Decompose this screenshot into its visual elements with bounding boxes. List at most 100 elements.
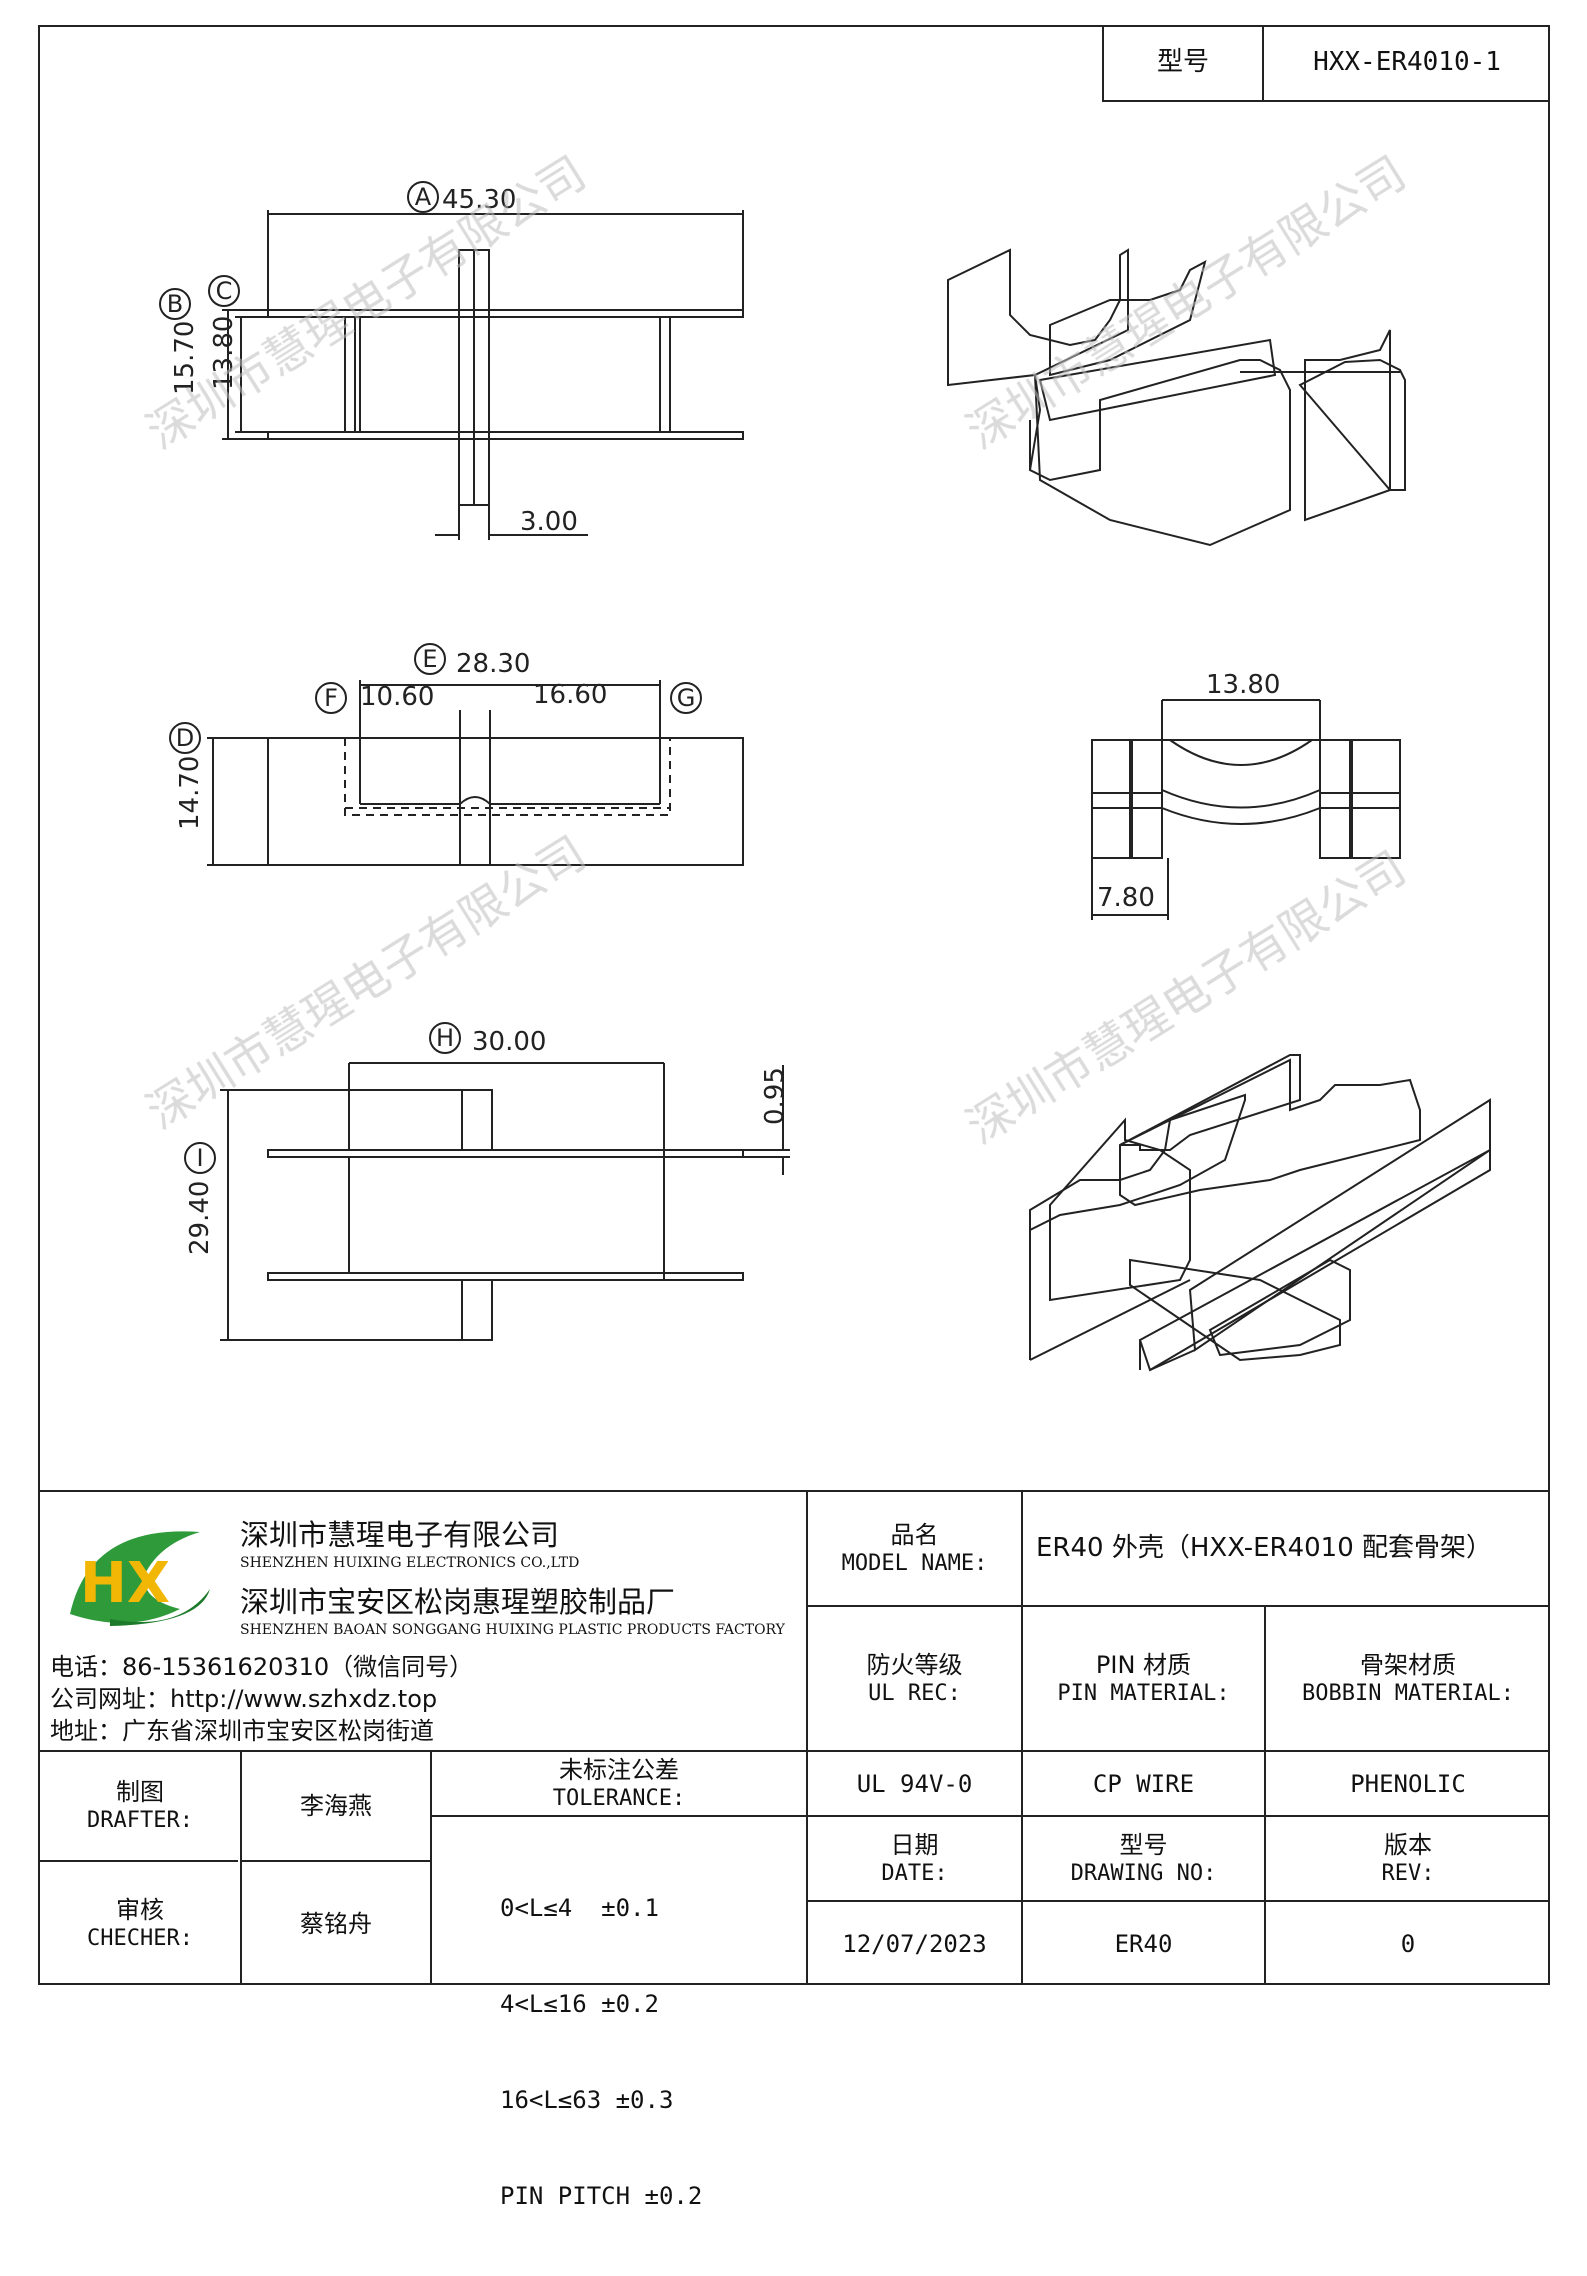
dim-circle-i bbox=[184, 1142, 216, 1174]
dim-letter-h: H bbox=[436, 1024, 454, 1052]
watermark-2: 深圳市慧瑆电子有限公司 bbox=[957, 145, 1415, 459]
watermark-4: 深圳市慧瑆电子有限公司 bbox=[957, 840, 1415, 1154]
drafter-label-en: DRAFTER: bbox=[87, 1808, 193, 1834]
drafter-value: 李海燕 bbox=[300, 1792, 372, 1820]
tolerance-line-3: 16<L≤63 ±0.3 bbox=[500, 2086, 674, 2114]
drawing-no-value: ER40 bbox=[1114, 1929, 1173, 1958]
dim-value-side-bottom: 7.80 bbox=[1097, 883, 1155, 913]
company-name-en: SHENZHEN HUIXING ELECTRONICS CO.,LTD bbox=[240, 1555, 580, 1571]
side-view bbox=[1091, 699, 1401, 920]
tolerance-list: 0<L≤4 ±0.1 4<L≤16 ±0.2 16<L≤63 ±0.3 PIN … bbox=[500, 1828, 800, 2276]
dim-circle-f bbox=[315, 682, 347, 714]
factory-name-cn: 深圳市宝安区松岗惠瑆塑胶制品厂 bbox=[240, 1585, 676, 1619]
header-model-box: 型号 HXX-ER4010-1 bbox=[1102, 25, 1550, 102]
dim-letter-i: I bbox=[196, 1144, 203, 1172]
tolerance-label-en: TOLERANCE: bbox=[552, 1785, 686, 1811]
date-label-en: DATE: bbox=[881, 1860, 948, 1886]
dim-value-f: 10.60 bbox=[360, 682, 434, 712]
checker-label-en: CHECHER: bbox=[87, 1925, 193, 1951]
company-logo: HX bbox=[70, 1531, 210, 1626]
bottom-view bbox=[220, 1062, 790, 1341]
date-value: 12/07/2023 bbox=[842, 1929, 987, 1958]
company-website: 公司网址：http://www.szhxdz.top bbox=[50, 1685, 438, 1713]
drafter-label-cn: 制图 bbox=[116, 1778, 164, 1807]
checker-label-cn: 审核 bbox=[116, 1895, 164, 1924]
model-name-label-en: MODEL NAME: bbox=[841, 1550, 988, 1576]
dim-value-side-top: 13.80 bbox=[1206, 670, 1280, 700]
sheet-frame bbox=[38, 25, 1550, 1985]
logo-letters: HX bbox=[80, 1551, 170, 1616]
dim-value-i: 29.40 bbox=[185, 1181, 215, 1255]
date-label-cn: 日期 bbox=[890, 1830, 939, 1859]
dim-circle-a bbox=[407, 181, 439, 213]
dim-letter-e: E bbox=[422, 645, 437, 673]
dim-circle-b bbox=[159, 288, 191, 320]
bobbin-material-label: 骨架材质 BOBBIN MATERIAL: bbox=[1266, 1607, 1550, 1750]
dim-value-d: 14.70 bbox=[175, 756, 205, 830]
company-address: 地址：广东省深圳市宝安区松岗街道 bbox=[50, 1717, 434, 1745]
top-3d-view bbox=[947, 248, 1406, 547]
dim-value-h: 30.00 bbox=[472, 1027, 546, 1057]
dim-circle-d bbox=[169, 722, 201, 754]
watermark-1: 深圳市慧瑆电子有限公司 bbox=[137, 145, 595, 459]
checker-value: 蔡铭舟 bbox=[300, 1909, 372, 1938]
rev-value: 0 bbox=[1400, 1929, 1416, 1958]
date-label: 日期 DATE: bbox=[808, 1817, 1021, 1900]
dim-value-pin-width: 3.00 bbox=[520, 507, 578, 537]
drawing-no-label-en: DRAWING NO: bbox=[1070, 1860, 1217, 1886]
dim-value-b: 15.70 bbox=[170, 321, 200, 395]
pin-material-label-en: PIN MATERIAL: bbox=[1057, 1680, 1230, 1706]
dim-value-e: 28.30 bbox=[456, 649, 530, 679]
pin-material-label: PIN 材质 PIN MATERIAL: bbox=[1023, 1607, 1264, 1750]
tolerance-line-2: 4<L≤16 ±0.2 bbox=[500, 1990, 659, 2018]
bobbin-material-value: PHENOLIC bbox=[1350, 1769, 1466, 1798]
ul-rec-label-en: UL REC: bbox=[868, 1680, 961, 1706]
model-name-label-cn: 品名 bbox=[890, 1520, 939, 1549]
tolerance-line-1: 0<L≤4 ±0.1 bbox=[500, 1894, 659, 1922]
header-model-label: 型号 bbox=[1156, 47, 1209, 78]
tolerance-line-4: PIN PITCH ±0.2 bbox=[500, 2182, 703, 2210]
dim-letter-f: F bbox=[324, 684, 338, 712]
dim-letter-b: B bbox=[167, 290, 183, 318]
pin-material-label-cn: PIN 材质 bbox=[1095, 1650, 1192, 1679]
dim-circle-h bbox=[429, 1022, 461, 1054]
ul-rec-label: 防火等级 UL REC: bbox=[808, 1607, 1021, 1750]
drafter-label: 制图 DRAFTER: bbox=[40, 1752, 240, 1860]
drawing-no-label: 型号 DRAWING NO: bbox=[1023, 1817, 1264, 1900]
tolerance-label: 未标注公差 TOLERANCE: bbox=[432, 1752, 806, 1815]
company-phone: 电话：86-15361620310（微信同号） bbox=[50, 1653, 474, 1681]
watermark-3: 深圳市慧瑆电子有限公司 bbox=[137, 825, 595, 1139]
dim-letter-c: C bbox=[216, 277, 233, 305]
bobbin-material-label-cn: 骨架材质 bbox=[1360, 1650, 1456, 1679]
dim-value-thickness: 0.95 bbox=[760, 1067, 790, 1125]
tolerance-label-cn: 未标注公差 bbox=[559, 1755, 679, 1784]
drawing-no-label-cn: 型号 bbox=[1119, 1830, 1168, 1859]
dim-value-c: 13.80 bbox=[209, 316, 239, 390]
header-model-value: HXX-ER4010-1 bbox=[1313, 47, 1501, 78]
company-name-cn: 深圳市慧瑆电子有限公司 bbox=[240, 1518, 560, 1552]
rev-label-cn: 版本 bbox=[1384, 1830, 1432, 1859]
dim-letter-d: D bbox=[176, 724, 194, 752]
dim-value-a: 45.30 bbox=[442, 185, 516, 215]
rev-label: 版本 REV: bbox=[1266, 1817, 1550, 1900]
company-block: HX 深圳市慧瑆电子有限公司 SHENZHEN HUIXING ELECTRON… bbox=[40, 1492, 806, 1750]
model-name-value: ER40 外壳（HXX-ER4010 配套骨架） bbox=[1036, 1533, 1493, 1564]
checker-label: 审核 CHECHER: bbox=[40, 1862, 240, 1985]
model-name-label: 品名 MODEL NAME: bbox=[808, 1492, 1021, 1605]
front-view bbox=[207, 680, 744, 866]
dim-circle-g bbox=[670, 682, 702, 714]
drawing-area: A B C D E F G H I 45.30 15.70 13.80 3.00… bbox=[137, 145, 1491, 1372]
ul-rec-value: UL 94V-0 bbox=[856, 1769, 973, 1798]
bobbin-material-label-en: BOBBIN MATERIAL: bbox=[1302, 1680, 1514, 1706]
dim-letter-a: A bbox=[415, 183, 432, 211]
dim-value-g: 16.60 bbox=[533, 680, 607, 710]
ul-rec-label-cn: 防火等级 bbox=[866, 1650, 963, 1679]
dim-circle-c bbox=[208, 275, 240, 307]
dim-letter-g: G bbox=[677, 684, 696, 712]
pin-material-value: CP WIRE bbox=[1092, 1769, 1195, 1798]
dim-circle-e bbox=[414, 643, 446, 675]
top-view bbox=[222, 210, 744, 540]
bottom-3d-view bbox=[1029, 1054, 1491, 1372]
factory-name-en: SHENZHEN BAOAN SONGGANG HUIXING PLASTIC … bbox=[240, 1622, 785, 1638]
rev-label-en: REV: bbox=[1381, 1860, 1435, 1886]
